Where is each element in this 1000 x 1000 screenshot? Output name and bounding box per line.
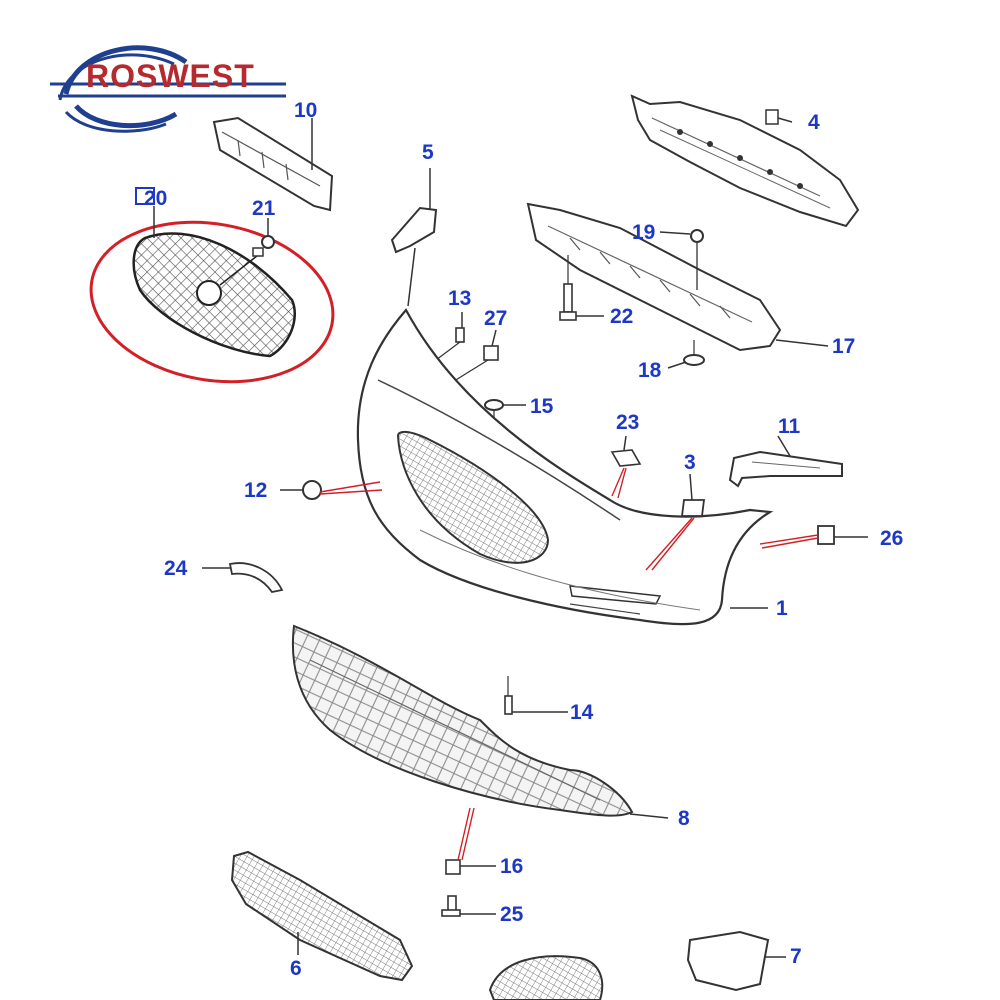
part-12-fog-plug [302,480,322,500]
fastener-14 [504,676,513,715]
callout-21: 21 [252,197,276,220]
part-24-trim [228,562,284,593]
part-5-bracket [390,206,438,307]
roswest-logo [50,45,286,133]
callout-1: 1 [776,597,788,620]
callout-23: 23 [616,411,640,434]
part-20-marker [135,187,155,205]
callout-4: 4 [808,111,820,134]
part-3-cover [680,499,706,517]
callout-8: 8 [678,807,690,830]
callout-19: 19 [632,221,656,244]
part-21-pin [252,235,275,257]
fastener-18 [683,340,705,366]
part-8-undertray [291,624,634,817]
part-10-bracket [212,116,334,212]
callout-12: 12 [244,479,268,502]
callout-18: 18 [638,359,662,382]
callout-6: 6 [290,957,302,980]
callout-5: 5 [422,141,434,164]
fastener-19 [690,229,704,290]
callout-11: 11 [778,415,801,438]
highlight-ellipse [89,220,335,384]
part-11-bracket [728,450,843,488]
part-4-beam [630,94,860,228]
part-17-absorber [526,202,782,352]
part-1-bumper [356,308,774,626]
callout-25: 25 [500,903,524,926]
fog-lamp-grille [488,955,604,1000]
callout-24: 24 [164,557,188,580]
part-7-bracket [686,930,770,992]
callout-7: 7 [790,945,802,968]
part-26-clip [817,525,835,545]
callout-17: 17 [832,335,856,358]
callout-15: 15 [530,395,554,418]
red-leader-lines [319,467,819,861]
brand-name: ROSWEST [86,58,255,94]
callout-10: 10 [294,99,318,122]
part-23-clip [610,449,642,467]
callout-14: 14 [570,701,594,724]
fastener-16 [445,859,461,875]
callout-22: 22 [610,305,634,328]
callout-27: 27 [484,307,508,330]
callout-16: 16 [500,855,524,878]
fastener-25 [441,895,461,917]
callout-20: 20 [144,187,168,210]
leader-lines [153,117,868,958]
part-20-grille [132,232,297,358]
callout-13: 13 [448,287,472,310]
part-6-lower-grille [230,850,414,982]
callout-26: 26 [880,527,904,550]
callout-3: 3 [684,451,696,474]
